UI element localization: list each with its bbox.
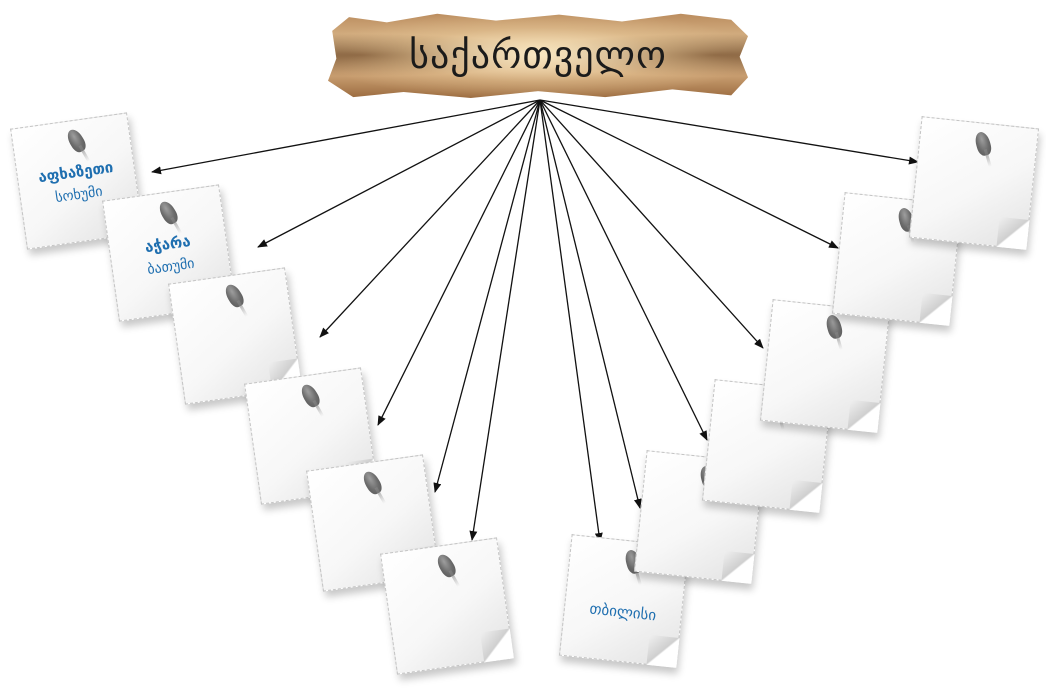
connector-arrow-11: [539, 99, 839, 249]
note-subtitle: [839, 259, 954, 271]
note-subtitle: [709, 446, 824, 458]
note-blank-right-6: [908, 116, 1040, 250]
connector-arrow-4: [377, 99, 541, 426]
note-subtitle: [390, 604, 505, 620]
note-subtitle: [316, 521, 431, 537]
note-title: [175, 310, 290, 326]
pushpin-icon: [221, 281, 247, 310]
connector-arrow-1: [151, 99, 541, 175]
pushpin-icon: [63, 126, 89, 155]
pushpin-icon: [297, 381, 323, 410]
banner-title: საქართველო: [409, 33, 667, 77]
note-subtitle: [767, 366, 882, 378]
pushpin-icon: [359, 468, 385, 497]
note-title: [918, 159, 1033, 171]
note-subtitle: [641, 517, 756, 529]
pushpin-icon: [823, 313, 844, 341]
root-banner: საქართველო: [328, 12, 748, 98]
connector-arrow-2: [257, 99, 541, 248]
pushpin-icon: [433, 551, 459, 580]
note-title: თბილისი: [588, 599, 658, 625]
connector-arrow-6: [469, 99, 541, 541]
connector-arrow-12: [539, 99, 919, 165]
note-title: [251, 410, 366, 426]
connector-arrow-9: [539, 99, 708, 441]
note-subtitle: [916, 183, 1031, 195]
pushpin-icon: [972, 130, 993, 158]
connector-arrow-3: [319, 99, 541, 338]
connector-arrow-10: [539, 99, 764, 349]
note-subtitle: [178, 334, 293, 350]
wood-plank-background: [328, 13, 748, 98]
note-title: [313, 497, 428, 513]
connector-arrow-7: [539, 99, 603, 543]
pushpin-icon: [155, 198, 181, 227]
note-title: [387, 580, 502, 596]
note-subtitle: [254, 434, 369, 450]
note-title: [769, 342, 884, 354]
connector-arrow-5: [433, 99, 541, 493]
connector-arrow-8: [539, 99, 642, 509]
note-blank-right-4: [759, 299, 891, 433]
note-blank-left-6: [380, 537, 514, 675]
